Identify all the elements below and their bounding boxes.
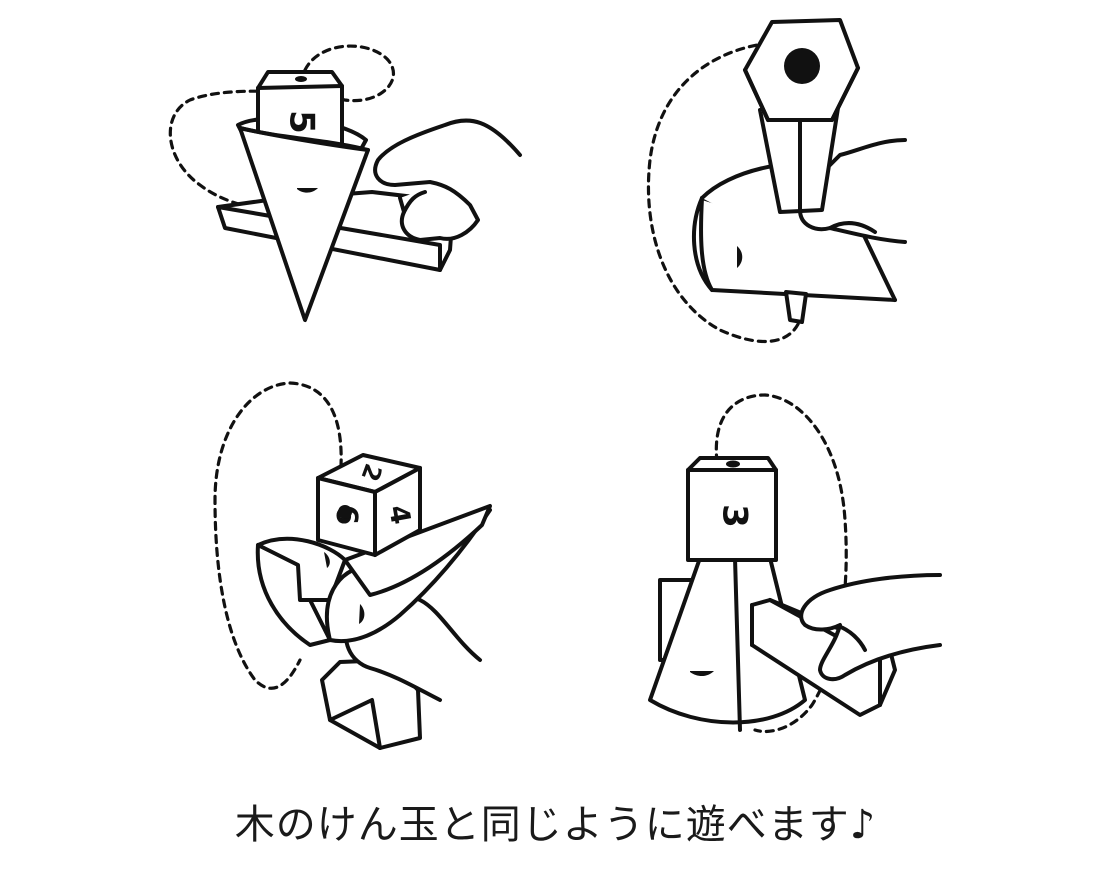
panel-bottom-right: 3 [648,393,942,734]
panel-top-right [646,18,907,344]
panel-top-left: 5 [168,44,522,322]
caption-text: 木のけん玉と同じように遊べます♪ [234,802,877,848]
panel-bottom-left: 2 6 4 [213,381,492,750]
die-face-label: 3 [715,504,755,528]
die-hole-icon [784,48,820,84]
die-face-label: 5 [282,110,322,134]
